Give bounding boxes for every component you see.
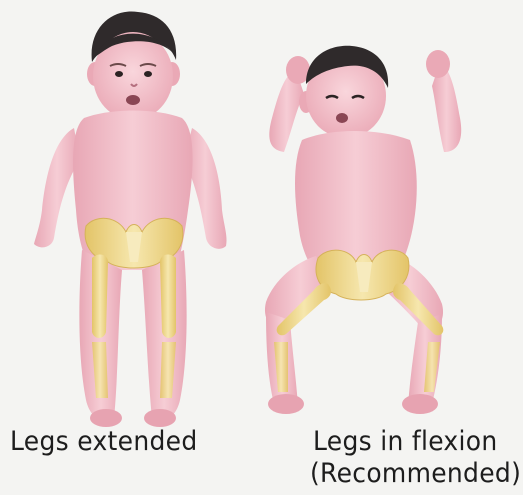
femur-right-baby1	[160, 255, 176, 338]
eye-left	[115, 71, 123, 77]
caption-legs-in-flexion: Legs in flexion	[313, 425, 498, 456]
caption-recommended: (Recommended)	[310, 457, 521, 488]
mouth-baby2	[336, 113, 348, 123]
hand-right-baby2	[426, 50, 450, 78]
foot-left-baby2	[268, 394, 304, 414]
mouth	[126, 95, 140, 105]
baby-legs-in-flexion	[265, 46, 461, 414]
caption-legs-extended: Legs extended	[10, 425, 198, 456]
baby-legs-extended	[34, 11, 227, 427]
foot-right-baby2	[402, 394, 438, 414]
eye-right	[144, 71, 152, 77]
arm-left-baby1	[34, 128, 80, 247]
femur-left-baby1	[92, 255, 108, 338]
